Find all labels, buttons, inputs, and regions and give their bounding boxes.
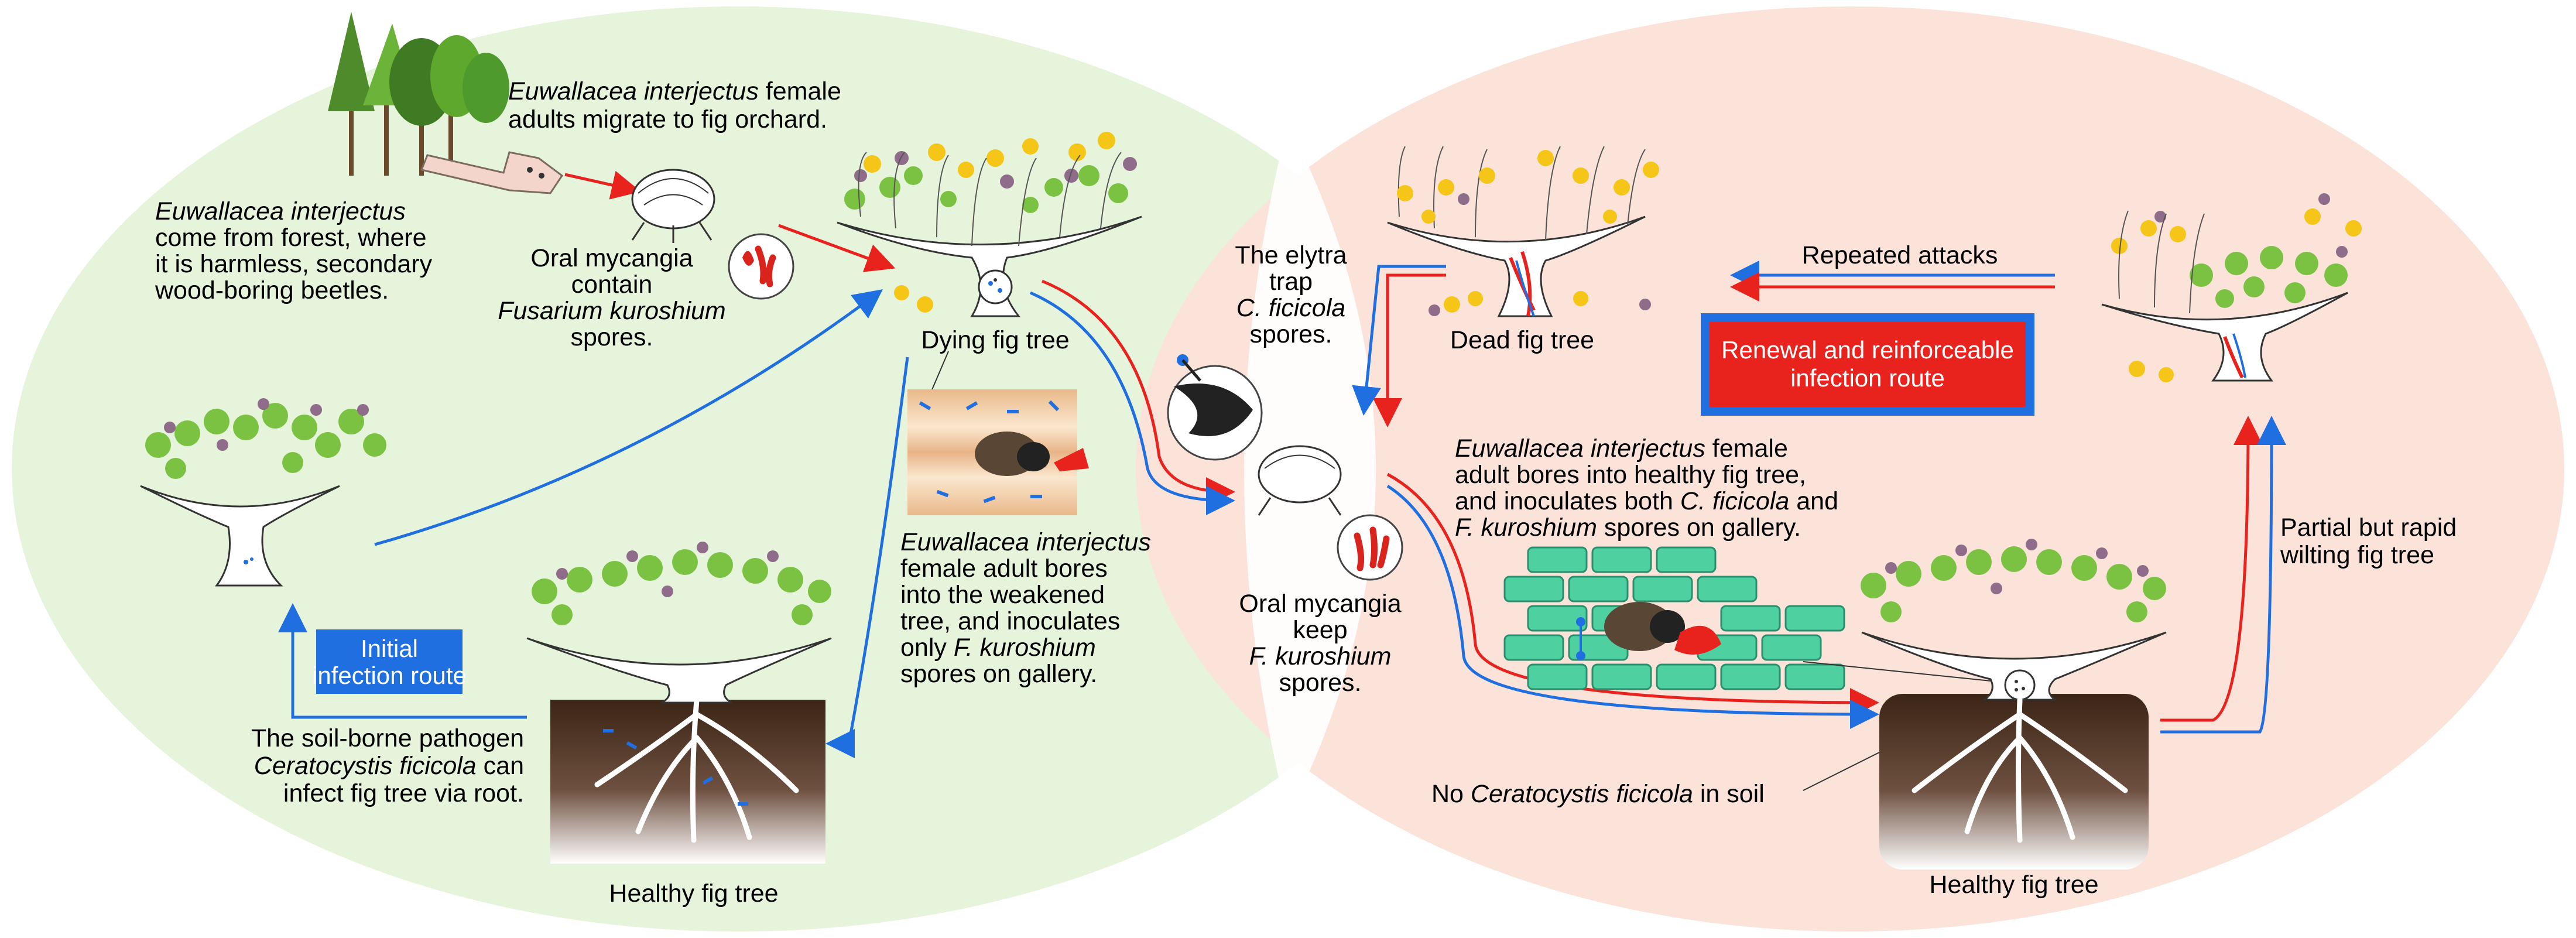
mycangia-spores-zoom — [728, 233, 794, 300]
forest-source-line1: Euwallacea interjectus — [155, 197, 406, 225]
dead-to-center-blue-arrow — [1352, 265, 1446, 416]
healthy-fig-tree-right-icon — [1861, 539, 2167, 869]
elytra-zoom-icon — [1167, 354, 1263, 461]
to-wilting-red-arrow — [2160, 416, 2263, 722]
wilting-line2: wilting fig tree — [2280, 541, 2434, 569]
center-to-healthy-red-arrow — [1386, 473, 1879, 717]
mycangia-contain-line3: Fusarium kuroshium — [498, 297, 726, 325]
weakened-bore-line1: Euwallacea interjectus — [900, 528, 1151, 556]
healthy-fig-tree-left-label: Healthy fig tree — [609, 879, 778, 908]
repeated-attacks-label: Repeated attacks — [1802, 241, 1998, 269]
elytra-line4: spores. — [1249, 320, 1332, 348]
no-pathogen-label: No Ceratocystis ficicola in soil — [1431, 780, 1765, 808]
dying-tree-leader — [930, 351, 949, 393]
weakened-bore-line5: only F. kuroshium — [900, 634, 1096, 662]
center-to-healthy-blue-arrow — [1386, 484, 1879, 729]
gallery-weakened-tree-illustration — [907, 389, 1089, 515]
forest-source-line2: come from forest, where — [155, 224, 427, 252]
elytra-line3: C. ficicola — [1236, 294, 1345, 322]
log-icon — [420, 151, 564, 194]
infected-fig-tree-icon — [140, 398, 386, 587]
dead-fig-tree-label: Dead fig tree — [1450, 326, 1594, 354]
weakened-bore-line3: into the weakened — [900, 581, 1105, 609]
healthy-bore-line1: Euwallacea interjectus female — [1455, 434, 1788, 463]
gallery-leader — [1803, 661, 2003, 683]
healthy-bore-line2: adult bores into healthy fig tree, — [1455, 461, 1806, 489]
renewal-route-line1: Renewal and reinforceable — [1721, 336, 2014, 364]
forest-source-line4: wood-boring beetles. — [155, 276, 389, 304]
dying-fig-tree-icon — [837, 132, 1142, 317]
weakened-bore-line4: tree, and inoculates — [900, 607, 1120, 635]
wilting-line1: Partial but rapid — [2280, 513, 2457, 542]
dying-to-center-blue-arrow — [1029, 291, 1235, 515]
gallery-healthy-tree-illustration — [1503, 546, 1845, 690]
dying-to-center-red-arrow — [1042, 279, 1235, 506]
mycangia-keep-line1: Oral mycangia — [1239, 590, 1401, 618]
healthy-fig-tree-right-label: Healthy fig tree — [1929, 871, 2098, 899]
beetle-icon — [631, 169, 715, 243]
center-beetle-icon — [1258, 445, 1342, 516]
initial-route-line1: Initial — [361, 635, 418, 662]
mycangia-keep-line2: keep — [1293, 616, 1347, 644]
elytra-line1: The elytra — [1235, 241, 1347, 269]
mycangia-contain-line1: Oral mycangia — [530, 244, 693, 272]
mycangia-contain-line2: contain — [571, 271, 653, 299]
initial-route-arrow-to-dying — [374, 289, 883, 546]
soil-pathogen-line2: Ceratocystis ficicola can — [254, 752, 524, 780]
initial-route-arrow-from-root — [278, 603, 527, 719]
healthy-bore-line4: F. kuroshium spores on gallery. — [1455, 513, 1801, 542]
forest-icon — [328, 12, 509, 176]
gallery-beetle-icon — [1576, 602, 1721, 660]
mycangia-keep-zoom — [1337, 514, 1403, 581]
weakened-bore-line6: spores on gallery. — [900, 660, 1097, 688]
migration-arrow — [564, 170, 641, 200]
left-region-ellipse — [12, 6, 1464, 932]
renewal-route-line2: infection route — [1790, 364, 1945, 392]
dead-fig-tree-icon — [1387, 146, 1659, 317]
to-wilting-blue-arrow — [2160, 416, 2286, 734]
migration-line1: Euwallacea interjectus female — [508, 77, 841, 105]
migration-line2: adults migrate to fig orchard. — [508, 105, 827, 133]
forest-source-line3: it is harmless, secondary — [155, 250, 433, 278]
wilting-fig-tree-icon — [2101, 193, 2362, 382]
mycangia-keep-line4: spores. — [1279, 669, 1361, 697]
right-region-ellipse — [1136, 6, 2564, 932]
healthy-fig-tree-left-icon — [526, 542, 832, 864]
elytra-line2: trap — [1269, 268, 1313, 296]
initial-infection-route-box — [316, 629, 463, 694]
soil-pathogen-line1: The soil-borne pathogen — [251, 724, 524, 752]
to-weakened-tree-arrow — [825, 357, 909, 758]
no-pathogen-leader — [1803, 752, 1880, 791]
soil-pathogen-line3: infect fig tree via root. — [283, 779, 524, 807]
initial-route-line2: infection route — [312, 662, 467, 689]
mycangia-keep-line3: F. kuroshium — [1249, 642, 1392, 670]
healthy-bore-line3: and inoculates both C. ficicola and — [1455, 487, 1838, 515]
mycangia-contain-line4: spores. — [570, 323, 653, 351]
dead-to-center-red-arrow — [1373, 273, 1446, 427]
to-dying-tree-arrow — [778, 224, 896, 272]
dying-fig-tree-label: Dying fig tree — [921, 326, 1069, 354]
weakened-bore-line2: female adult bores — [900, 554, 1108, 583]
